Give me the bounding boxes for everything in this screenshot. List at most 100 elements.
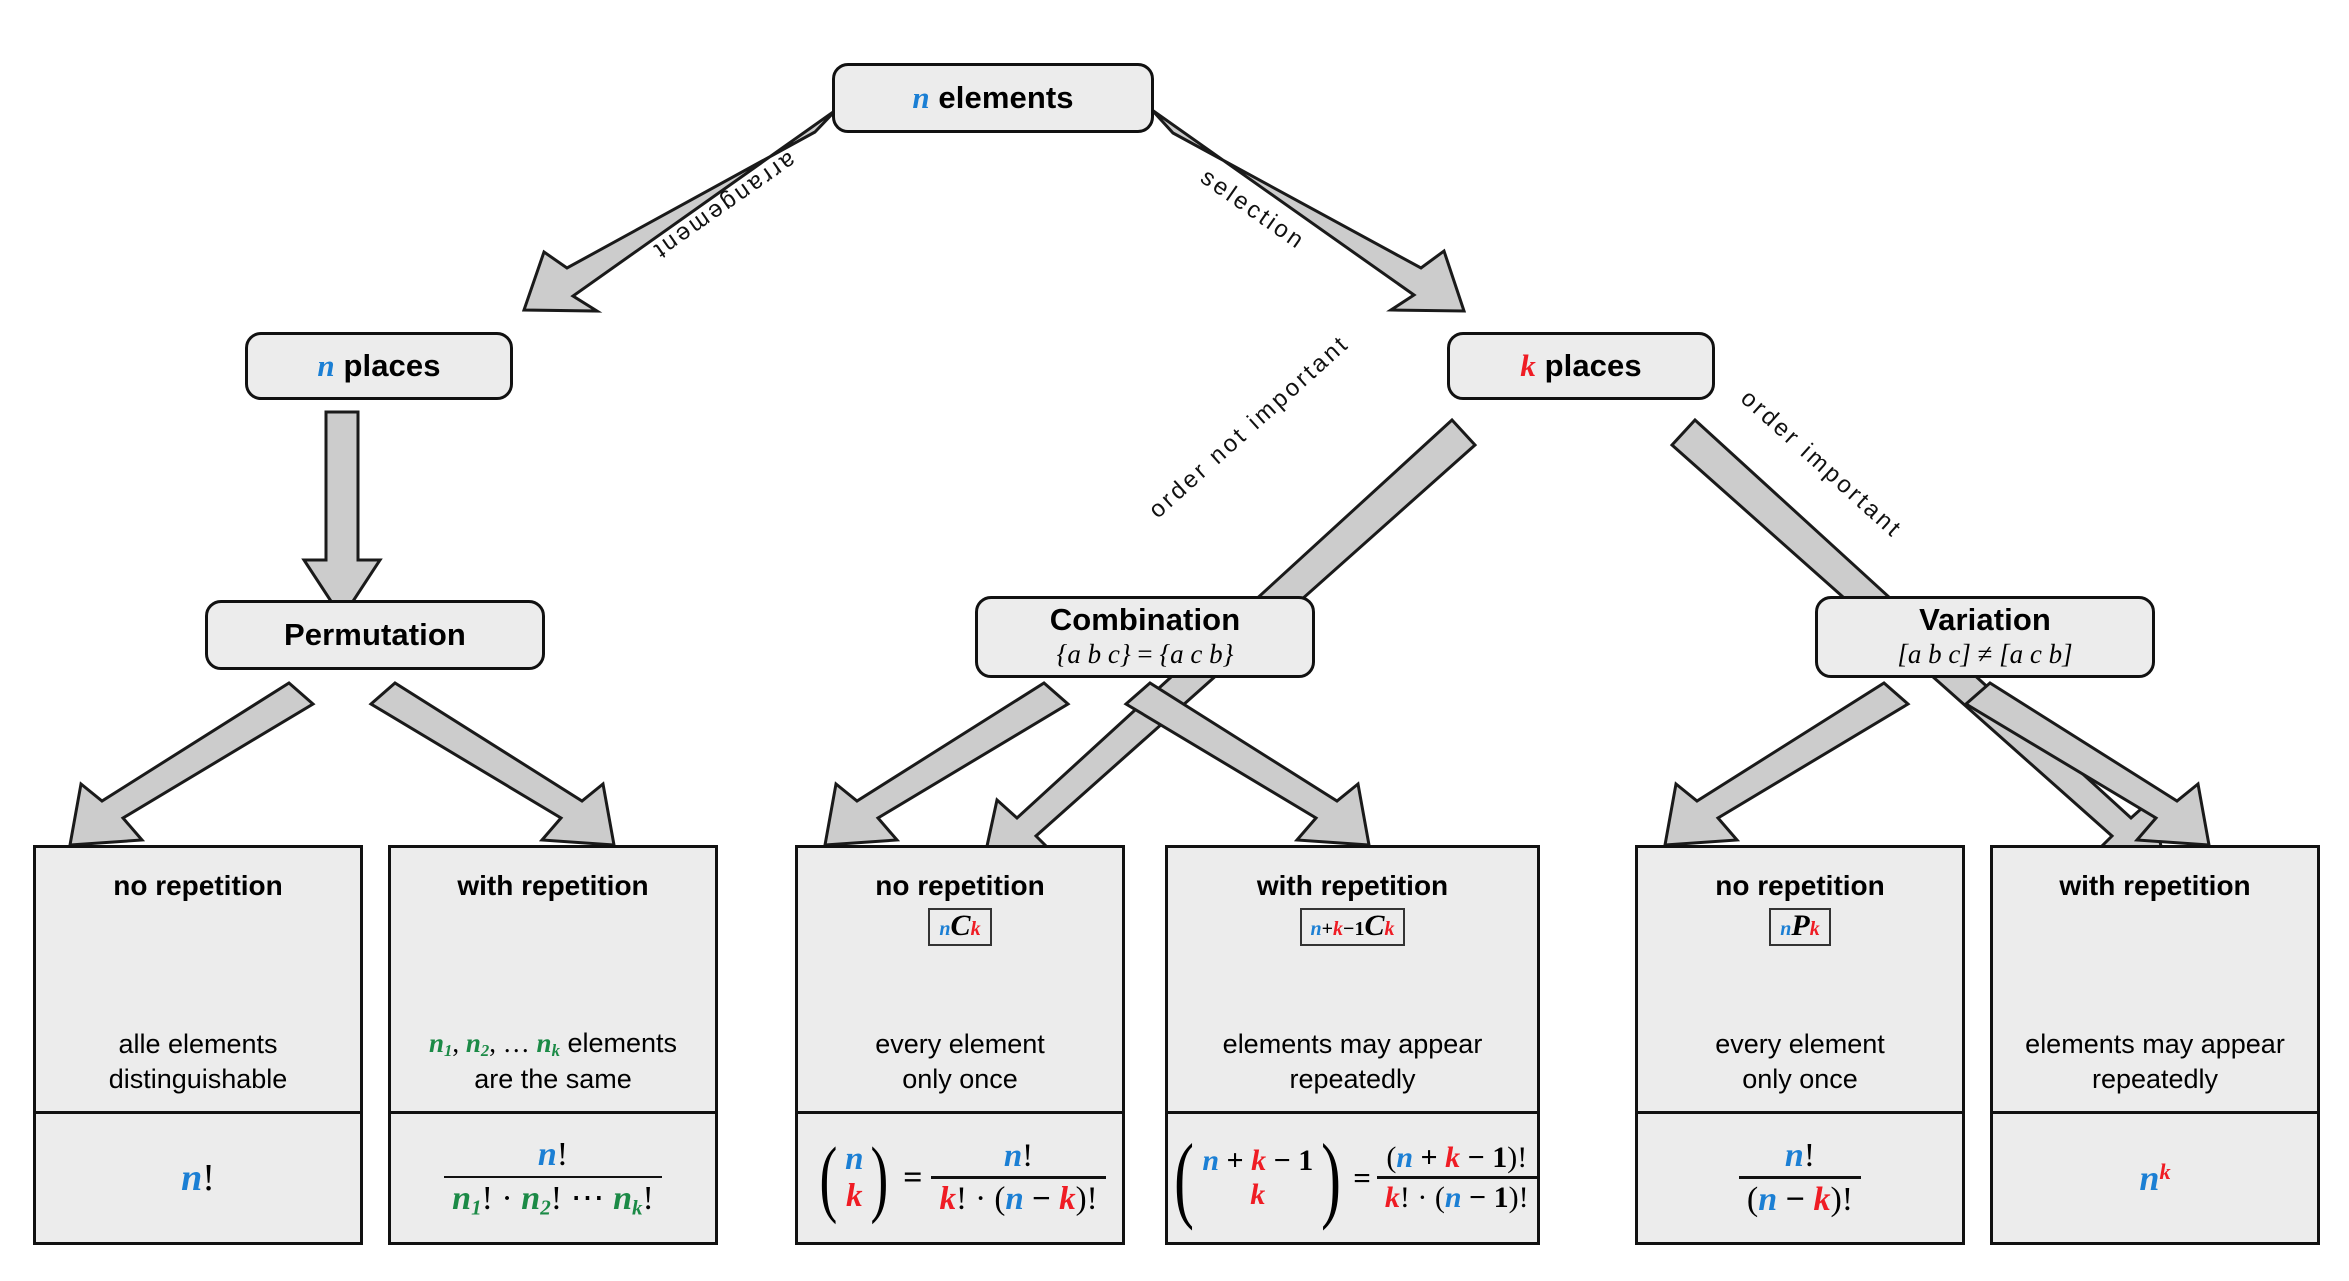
arrow-comb-right bbox=[1123, 681, 1371, 847]
leaf-description: n1, n2, … nk elements are the same bbox=[391, 1026, 715, 1096]
formula-denominator: k! · (n − 1)! bbox=[1384, 1180, 1529, 1214]
notation-sub-k2: k bbox=[1384, 918, 1395, 940]
leaf-divider bbox=[1993, 1110, 2317, 1114]
leaf-description-line1: elements may appear bbox=[2025, 1029, 2285, 1060]
arrow-var-left bbox=[1663, 681, 1911, 847]
leaf-variation-no-repetition[interactable]: no repetition nPk every element only onc… bbox=[1635, 845, 1965, 1245]
formula-numerator: n! bbox=[1784, 1136, 1816, 1174]
leaf-variation-with-repetition[interactable]: with repetition elements may appear repe… bbox=[1990, 845, 2320, 1245]
leaf-description-line2: repeatedly bbox=[2091, 1063, 2219, 1094]
leaf-header: with repetition bbox=[2059, 870, 2251, 901]
equals-symbol: = bbox=[1353, 1160, 1371, 1195]
node-combination[interactable]: Combination {a b c} = {a c b} bbox=[975, 596, 1315, 678]
leaf-description-line2: are the same bbox=[474, 1063, 632, 1094]
leaf-formula: n! bbox=[36, 1114, 360, 1242]
combination-operator: = bbox=[1137, 638, 1153, 669]
node-n-places[interactable]: n places bbox=[245, 332, 513, 400]
leaf-combination-with-repetition[interactable]: with repetition n+k−1Ck elements may app… bbox=[1165, 845, 1540, 1245]
formula-denominator: k! · (n − k)! bbox=[939, 1180, 1098, 1217]
node-combination-subtitle: {a b c} = {a c b} bbox=[1057, 639, 1234, 670]
formula-numerator: n! bbox=[1003, 1137, 1034, 1174]
leaf-description: every element only once bbox=[798, 1027, 1122, 1096]
notation-C: C bbox=[1364, 909, 1385, 942]
leaf-description-line1: alle elements bbox=[118, 1029, 278, 1060]
variable-n: n bbox=[912, 79, 930, 115]
leaf-header: no repetition bbox=[875, 870, 1045, 901]
notation-sub-n: n bbox=[1310, 918, 1322, 940]
binomial-coefficient: ( n k ) bbox=[819, 1129, 889, 1226]
notation-sub-k: k bbox=[1809, 918, 1820, 940]
leaf-permutation-with-repetition[interactable]: with repetition n1, n2, … nk elements ar… bbox=[388, 845, 718, 1245]
fraction-bar bbox=[444, 1175, 662, 1179]
node-permutation[interactable]: Permutation bbox=[205, 600, 545, 670]
arrow-var-right bbox=[1963, 681, 2211, 847]
node-k-places-label: places bbox=[1544, 347, 1642, 383]
leaf-description-line1: elements may appear bbox=[1222, 1029, 1483, 1060]
node-n-elements-label: elements bbox=[938, 79, 1074, 115]
edge-label-selection: selection bbox=[1195, 163, 1311, 256]
node-n-elements-title: n elements bbox=[912, 79, 1074, 115]
leaf-upper: no repetition alle elements distinguisha… bbox=[36, 848, 360, 1111]
leaf-description-line1: n1, n2, … nk elements bbox=[428, 1028, 678, 1061]
notation-P: P bbox=[1791, 909, 1810, 942]
leaf-notation-nCk: nCk bbox=[928, 908, 992, 946]
formula-denominator: (n − k)! bbox=[1746, 1180, 1854, 1218]
notation-C: C bbox=[950, 909, 971, 942]
edge-label-order-important: order important bbox=[1735, 384, 1908, 544]
fraction-bar bbox=[931, 1176, 1106, 1179]
arrow-arrangement bbox=[521, 108, 838, 313]
variable-n: n bbox=[2139, 1158, 2160, 1198]
leaf-formula: ( n k ) = n! k! · (n − k)! bbox=[798, 1114, 1122, 1242]
fraction-bar bbox=[1738, 1176, 1862, 1179]
node-variation[interactable]: Variation [a b c] ≠ [a c b] bbox=[1815, 596, 2155, 678]
node-variation-subtitle: [a b c] ≠ [a c b] bbox=[1897, 639, 2072, 670]
notation-sub-n: n bbox=[1780, 918, 1792, 940]
formula-numerator: n! bbox=[537, 1135, 569, 1173]
notation-sub-k: k bbox=[1333, 918, 1344, 940]
arrow-selection bbox=[1150, 108, 1467, 313]
leaf-formula: ( n + k − 1 k ) = (n + k − 1)! k! · (n −… bbox=[1168, 1114, 1537, 1242]
leaf-header: with repetition bbox=[1256, 870, 1449, 901]
node-permutation-title: Permutation bbox=[284, 616, 466, 652]
leaf-header: no repetition bbox=[1715, 870, 1885, 901]
leaf-header: no repetition bbox=[113, 870, 283, 901]
arrow-comb-left bbox=[823, 681, 1071, 847]
arrow-perm-right bbox=[368, 681, 616, 847]
notation-sub-k: k bbox=[970, 918, 981, 940]
combination-set-right: {a c b} bbox=[1159, 638, 1234, 669]
leaf-permutation-no-repetition[interactable]: no repetition alle elements distinguisha… bbox=[33, 845, 363, 1245]
leaf-description-line1: every element bbox=[1715, 1029, 1885, 1060]
leaf-upper: with repetition n+k−1Ck elements may app… bbox=[1168, 848, 1537, 1111]
variable-n1: n1 bbox=[428, 1028, 453, 1061]
variable-n: n bbox=[181, 1157, 203, 1199]
leaf-divider bbox=[1168, 1110, 1537, 1114]
leaf-description-line2: only once bbox=[1742, 1063, 1858, 1094]
leaf-header: with repetition bbox=[457, 870, 649, 901]
leaf-divider bbox=[36, 1110, 360, 1114]
formula-numerator: (n + k − 1)! bbox=[1386, 1140, 1528, 1174]
leaf-description-line2: only once bbox=[902, 1063, 1018, 1094]
node-k-places-title: k places bbox=[1520, 347, 1642, 383]
leaf-combination-no-repetition[interactable]: no repetition nCk every element only onc… bbox=[795, 845, 1125, 1245]
leaf-formula: n! (n − k)! bbox=[1638, 1114, 1962, 1242]
leaf-description: alle elements distinguishable bbox=[36, 1027, 360, 1096]
node-n-elements[interactable]: n elements bbox=[832, 63, 1154, 133]
leaf-description-line2: distinguishable bbox=[108, 1063, 288, 1094]
leaf-upper: no repetition nPk every element only onc… bbox=[1638, 848, 1962, 1111]
leaf-description: elements may appear repeatedly bbox=[1993, 1027, 2317, 1096]
leaf-notation-nk1Ck: n+k−1Ck bbox=[1299, 908, 1406, 946]
arrow-perm-left bbox=[68, 681, 316, 847]
combination-set-left: {a b c} bbox=[1056, 638, 1131, 669]
node-k-places[interactable]: k places bbox=[1447, 332, 1715, 400]
leaf-upper: no repetition nCk every element only onc… bbox=[798, 848, 1122, 1111]
leaf-upper: with repetition elements may appear repe… bbox=[1993, 848, 2317, 1111]
variation-seq-right: [a c b] bbox=[1999, 638, 2073, 669]
leaf-notation-nPk: nPk bbox=[1769, 908, 1831, 946]
node-combination-title: Combination bbox=[1049, 602, 1241, 638]
leaf-divider bbox=[391, 1110, 715, 1114]
variable-nk: nk bbox=[536, 1028, 560, 1061]
leaf-description-word: elements bbox=[567, 1028, 678, 1059]
leaf-description: elements may appear repeatedly bbox=[1168, 1027, 1537, 1096]
leaf-formula: nk bbox=[1993, 1114, 2317, 1242]
